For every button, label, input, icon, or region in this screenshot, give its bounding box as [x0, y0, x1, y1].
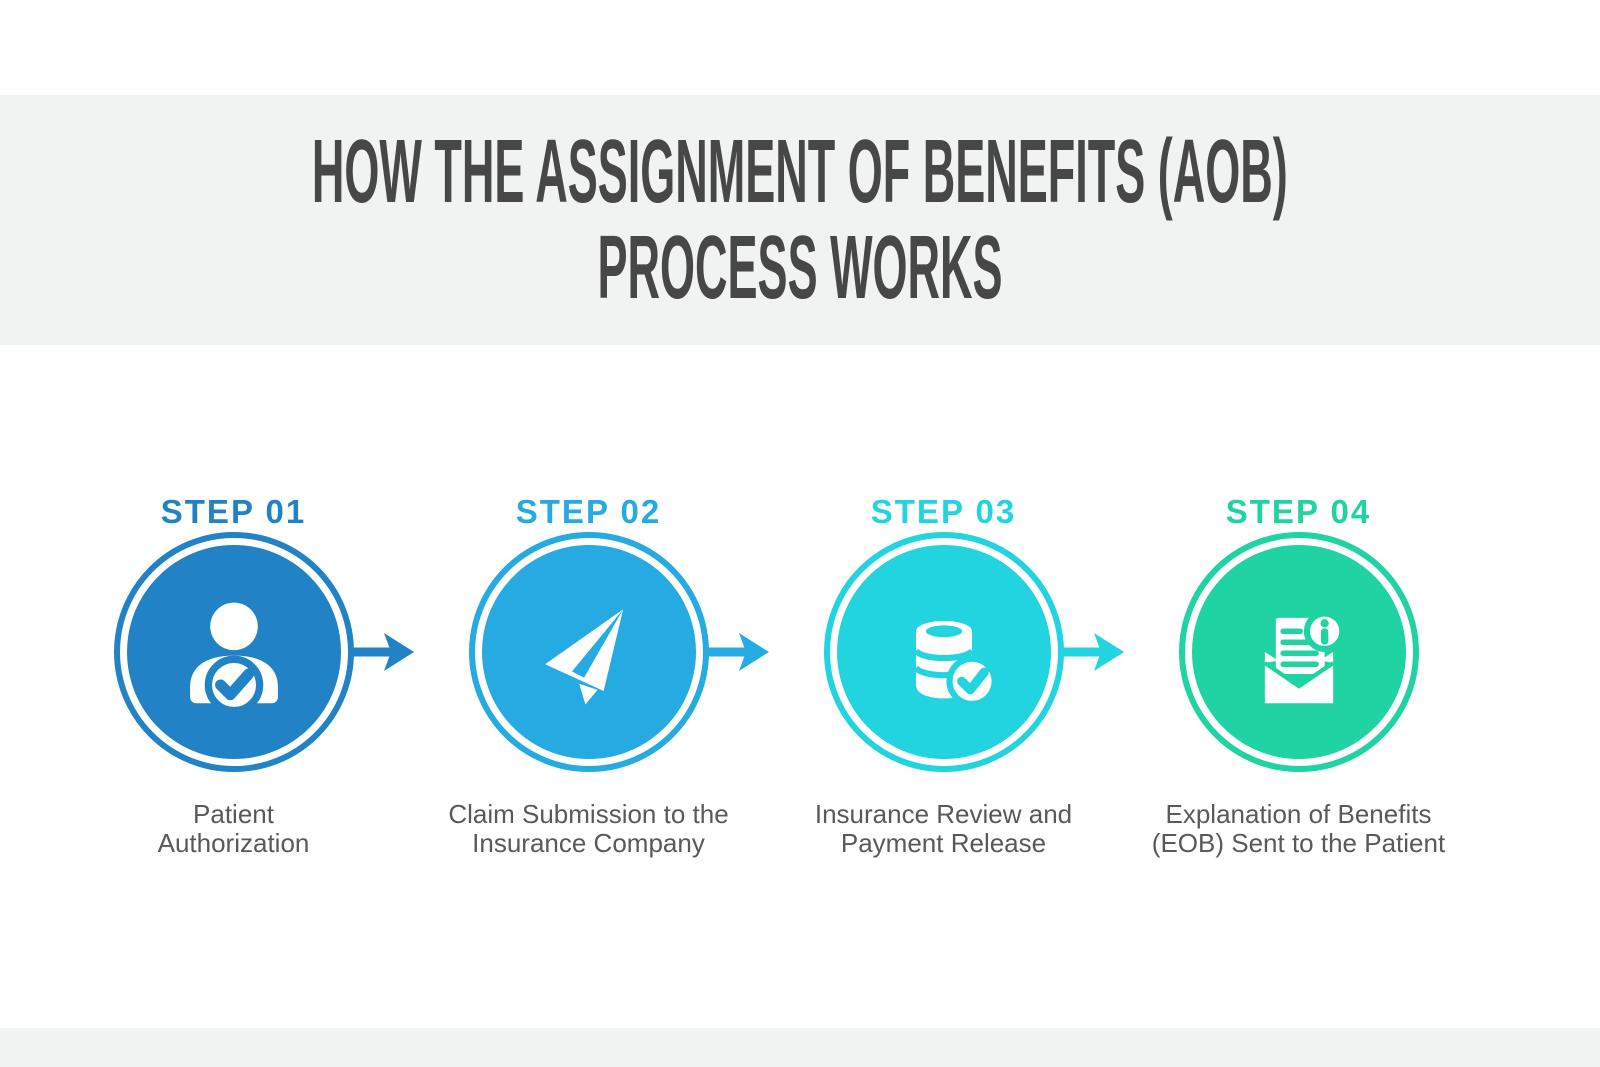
- step-2-circle: [468, 532, 709, 772]
- page-title-line-2: PROCESS WORKS: [597, 218, 1003, 318]
- flow-arrow: [352, 633, 414, 671]
- step-4-eob-sent: STEP 04 Explana: [1121, 492, 1476, 858]
- step-3-caption: Insurance Review and Payment Release: [814, 799, 1073, 858]
- step-4-label: STEP 04: [1225, 493, 1372, 530]
- step-3-label: STEP 03: [870, 493, 1017, 530]
- step-1-patient-authorization: STEP 01 Patient Authorization: [56, 492, 414, 858]
- step-3-insurance-review: STEP 03 Insurance Review and Payment Rel: [766, 492, 1124, 858]
- envelope-info-icon: [1263, 610, 1345, 704]
- step-2-claim-submission: STEP 02 Claim Submission to the Insuranc…: [411, 492, 769, 858]
- page-title-line-1: HOW THE ASSIGNMENT OF BENEFITS (AOB): [312, 122, 1288, 222]
- flow-arrow: [1062, 633, 1124, 671]
- footer-band: [0, 1028, 1600, 1067]
- step-4-circle: [1178, 532, 1419, 772]
- flow-arrow: [707, 633, 769, 671]
- step-2-label: STEP 02: [515, 493, 662, 530]
- patient-check-icon: [189, 602, 278, 713]
- step-1-caption: Patient Authorization: [157, 799, 310, 858]
- step-2-caption: Claim Submission to the Insurance Compan…: [448, 799, 729, 858]
- database-check-icon: [913, 620, 998, 707]
- step-1-circle: [113, 532, 354, 772]
- step-4-caption: Explanation of Benefits (EOB) Sent to th…: [1151, 799, 1446, 858]
- header-band: HOW THE ASSIGNMENT OF BENEFITS (AOB) PRO…: [0, 95, 1600, 345]
- paper-plane-icon: [544, 609, 623, 705]
- process-steps: STEP 01 Patient Authorization STEP 02: [56, 492, 1476, 858]
- step-3-circle: [823, 532, 1064, 772]
- step-1-label: STEP 01: [160, 493, 307, 530]
